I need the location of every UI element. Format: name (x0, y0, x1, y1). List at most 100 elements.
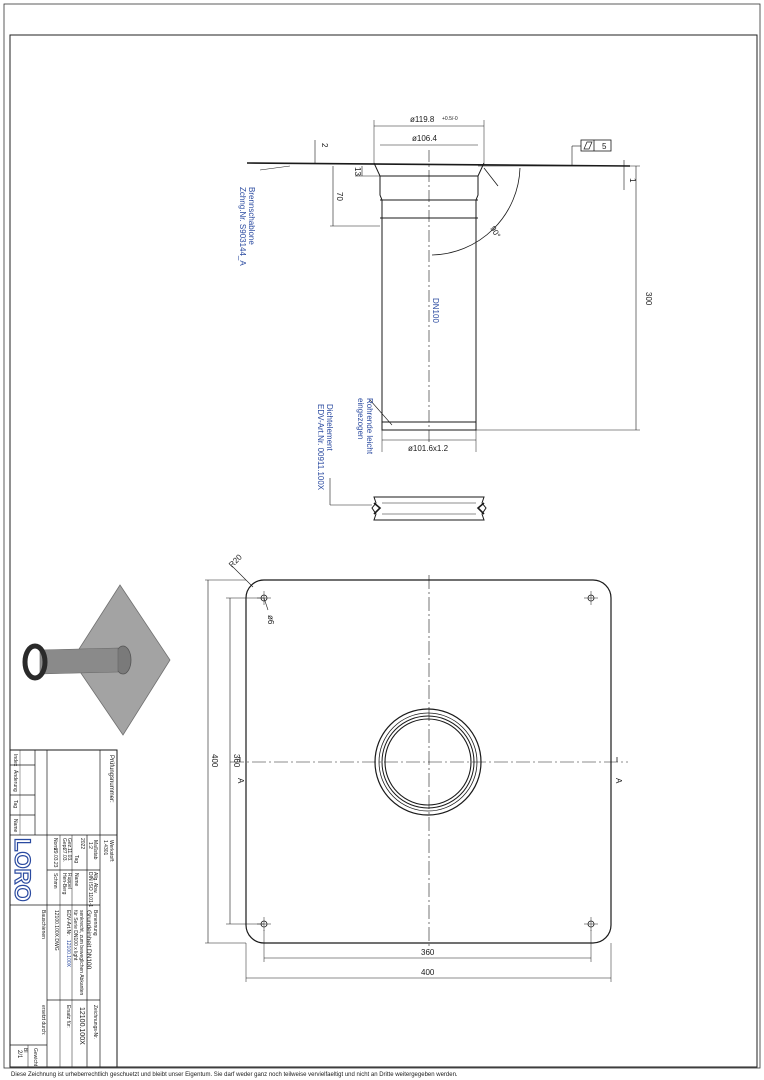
inner-frame (9, 34, 758, 1068)
gez-name: Ruppel (66, 873, 72, 889)
massstab-label: Maßstab (92, 840, 98, 860)
dim-angle: 90° (488, 225, 502, 240)
seal-outline (371, 496, 487, 521)
benennung-2: senkrecht, zum beweglichen Abkanten (78, 910, 84, 996)
year: 2022 (79, 838, 85, 849)
iso-pipe (39, 647, 119, 675)
note-template-1: Brennschablone (247, 187, 256, 245)
row-gez: Gez. (66, 838, 72, 849)
section-a-right: A (614, 778, 623, 784)
leader-hole (263, 597, 269, 611)
zeichnungs-value: 12100.100X (78, 1007, 85, 1045)
dim-1: 1 (628, 178, 637, 183)
top-view-notes: Brennschablone Zchng.Nr. S903144_A Rohre… (238, 187, 374, 491)
section-marks (239, 757, 618, 762)
seal-lip (373, 502, 382, 515)
norm-name: Schmn (52, 873, 58, 889)
pipe-side-view (246, 120, 640, 506)
col-tag: Tag (73, 855, 79, 863)
dim-outer-tol: +0.5/-0 (442, 116, 458, 122)
norm-tag: 29.03.23 (52, 848, 58, 868)
zeichnungs-label: Zeichnungs-Nr. (92, 1005, 98, 1039)
werkstoff-label: Werkstoff: (108, 840, 114, 862)
seal-lip (476, 502, 485, 515)
dim-400-v: 400 (210, 754, 219, 768)
note-pipe-1: Rohrende leicht (365, 398, 374, 455)
flatness-frame (580, 139, 612, 152)
dim-2: 2 (320, 143, 329, 148)
hole-centermarks (257, 591, 598, 931)
dim-360-h: 360 (421, 948, 435, 957)
massstab-value: 1:2 (87, 842, 93, 849)
row-gepr: Gepr. (61, 838, 67, 850)
mount-holes (257, 591, 598, 931)
werkstoff-value: 1.4301 (102, 840, 108, 856)
title-block (9, 749, 118, 1068)
ersatz-fuer: Ersatz für: (65, 1005, 71, 1028)
pipe-circle (384, 718, 472, 806)
chamfer-line (483, 167, 499, 187)
pruef-label: Prüfungsnummer: (108, 755, 114, 803)
plate-outline (245, 579, 612, 944)
dim-13: 13 (353, 167, 362, 176)
dim-bottom-dia: ø101.6x1.2 (408, 444, 449, 453)
dim-hole: ø6 (266, 615, 275, 625)
dim-400-h: 400 (421, 968, 435, 977)
rev-index: Index (12, 754, 18, 767)
leader-pipe-end (369, 399, 393, 426)
blatt-value: 2/1 (16, 1050, 22, 1059)
section-a-left: A (236, 778, 245, 784)
dim-360-v: 360 (232, 754, 241, 768)
flatness-icon (583, 141, 593, 150)
leader-template (259, 165, 291, 171)
iso-seal-ring (22, 643, 48, 681)
file-label: 12100.100X.DWG (53, 910, 59, 951)
note-pipe-2: eingezogen (356, 398, 365, 439)
dim-300: 300 (644, 292, 653, 306)
rev-tag: Tag (12, 800, 18, 808)
leader-r20 (231, 565, 254, 588)
dim-outer-dia: ø119.8 (410, 115, 435, 124)
benennung-3: für Serie DN100 x light (72, 910, 78, 961)
angle-arc (431, 167, 521, 256)
brand-logo: LORO (10, 838, 35, 902)
socket-outer-circle (374, 708, 482, 816)
gepr-tag: 27.03. (61, 848, 67, 862)
benennung-1: Grundeinheit DN100 (85, 910, 92, 970)
title-block-frame (9, 749, 118, 1068)
title-block-text: Index Änderung Tag Name Prüfungsnummer: … (12, 754, 114, 1067)
col-name: Name (73, 873, 79, 887)
gez-tag: 11.03. (66, 848, 72, 862)
edv-value: 12100.100X (65, 940, 71, 968)
label-dn: DN100 (431, 298, 440, 323)
flange-line (246, 162, 631, 167)
note-seal-1: Dichtelement (325, 404, 334, 451)
rev-name: Name (12, 819, 18, 833)
outer-border (3, 3, 761, 1069)
note-seal-2: EDV-Art.Nr. 00911.100X (316, 404, 325, 491)
socket-inner-circle (381, 715, 475, 809)
dim-inner-dia: ø106.4 (412, 134, 437, 143)
seal-element (371, 496, 487, 521)
gewicht-label: Gewicht (32, 1048, 38, 1067)
flatness-value: 5 (602, 142, 607, 151)
socket-mid-circle (378, 712, 478, 812)
edv-label: EDV-Art.Nr. (65, 910, 71, 936)
plate-labels: R20 ø6 400 360 360 400 A A (210, 552, 623, 977)
dim-70: 70 (335, 192, 344, 201)
allg-value: DIN ISO 1101-1 (87, 872, 93, 907)
top-view-labels: ø119.8 +0.5/-0 ø106.4 ø101.6x1.2 5 2 13 … (320, 115, 653, 453)
dim-r20: R20 (227, 552, 244, 569)
plate-top-view (205, 565, 628, 982)
allg-label: Allg. Abw. (92, 872, 98, 894)
blatt-label: Bl (22, 1048, 28, 1052)
note-template-2: Zchng.Nr. S903144_A (238, 187, 247, 266)
bauschienen: Bauschienen (40, 910, 46, 939)
rev-aenderung: Änderung (12, 770, 19, 792)
ersetzt-durch: ersetzt durch: (40, 1005, 46, 1035)
gepr-name: Hen-Berg (61, 873, 67, 895)
loro-logo: LORO (9, 837, 35, 902)
iso-thumbnail (22, 584, 171, 736)
copyright-notice: Diese Zeichnung ist urheberrechtlich ges… (11, 1072, 458, 1078)
